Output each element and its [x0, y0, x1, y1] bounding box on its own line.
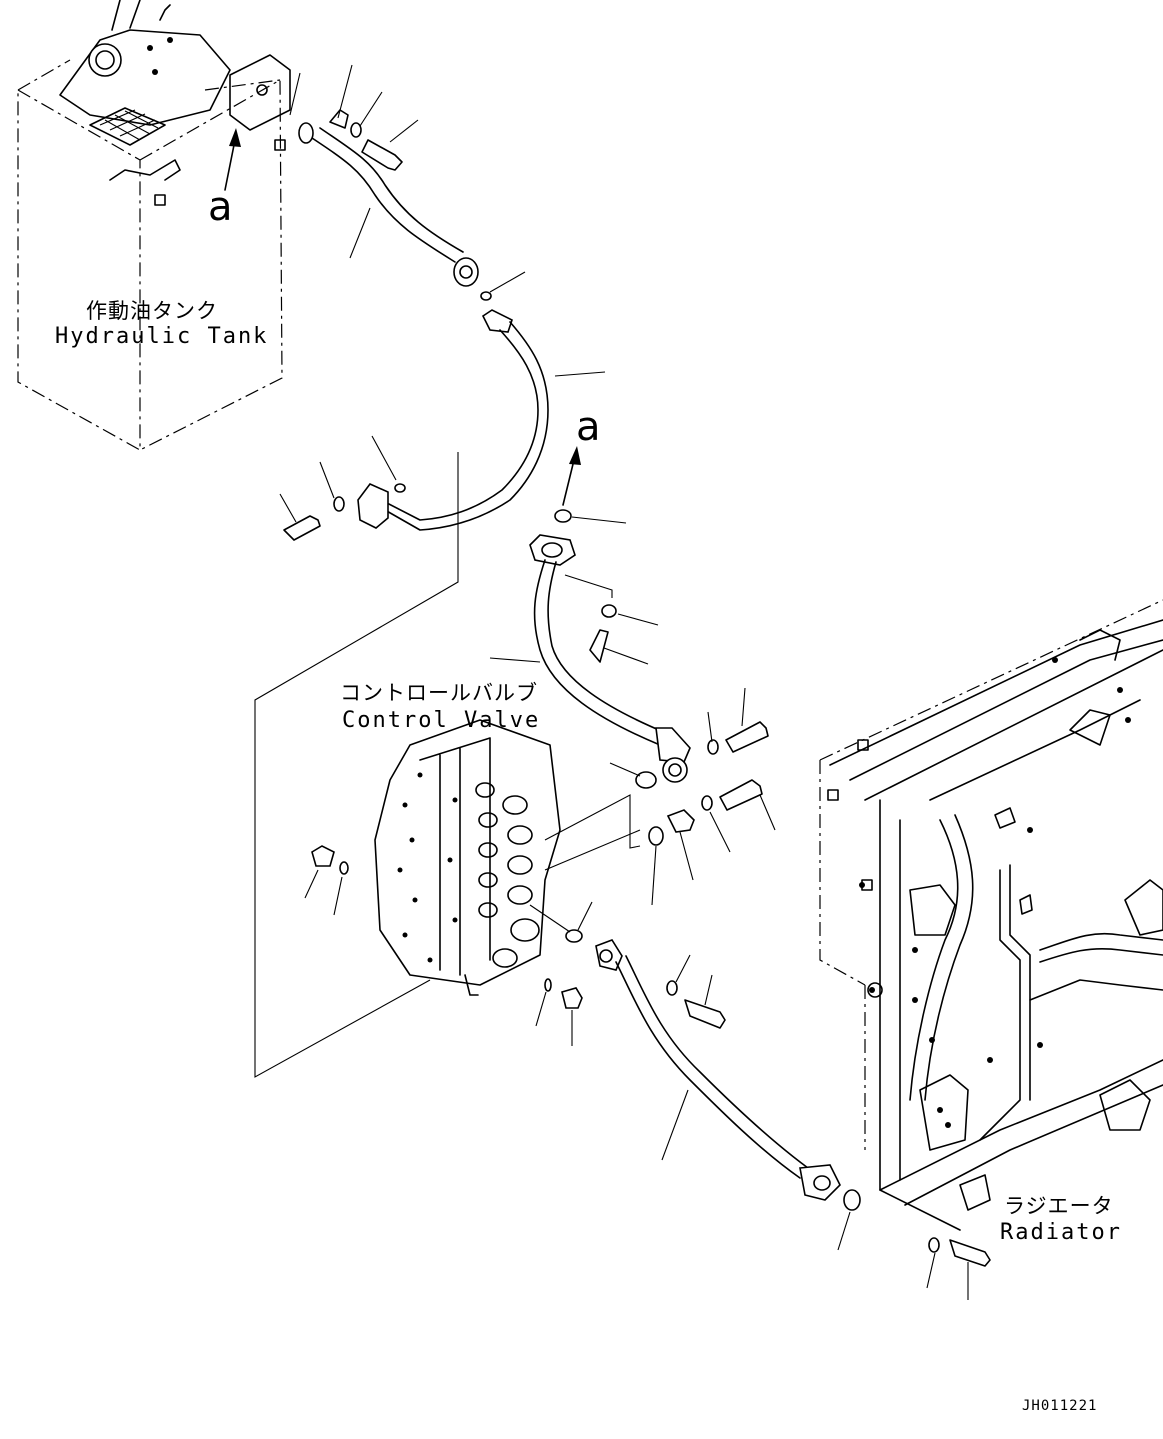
hydraulic-tank-label-jp: 作動油タンク [86, 299, 218, 323]
control-valve-label-en: Control Valve [342, 708, 540, 733]
control-valve-label-jp: コントロールバルブ [340, 681, 538, 705]
radiator-assembly [819, 599, 1163, 1231]
hydraulic-tank-label-en: Hydraulic Tank [55, 324, 268, 349]
drawing-code: JH011221 [1022, 1398, 1097, 1414]
upper-hose [289, 64, 479, 287]
lower-hose [595, 939, 991, 1300]
radiator-label-jp: ラジエータ [1004, 1194, 1114, 1218]
rigid-pipe [279, 271, 606, 541]
view-marker-a-tank: a [208, 184, 233, 230]
radiator-label-en: Radiator [1000, 1220, 1122, 1245]
middle-hose [489, 509, 776, 906]
assembly-bracket-lines [254, 452, 459, 1078]
view-marker-a-pipe: a [576, 404, 601, 450]
hydraulic-tank [17, 0, 291, 452]
control-valve [304, 719, 641, 1046]
